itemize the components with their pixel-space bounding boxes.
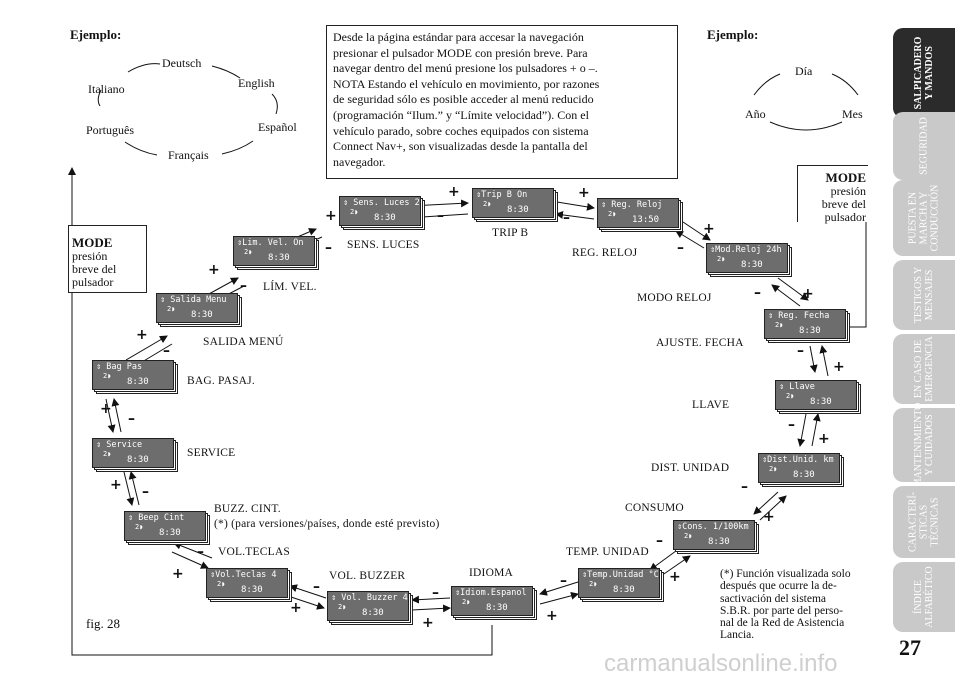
plus-sign: +	[422, 615, 434, 631]
label-lim-vel: LÍM. VEL.	[263, 281, 317, 293]
tab-puesta-en-marcha[interactable]: PUESTA EN MARCHA Y CONDUCCIÓN	[893, 180, 955, 256]
plus-sign: +	[669, 569, 681, 585]
label-llave: LLAVE	[692, 399, 730, 411]
tab-salpicadero[interactable]: SALPICADERO Y MANDOS	[893, 28, 955, 118]
label-sens-luces: SENS. LUCES	[347, 239, 420, 251]
plus-sign: +	[136, 327, 148, 343]
label-ajuste-fecha: AJUSTE. FECHA	[656, 337, 744, 349]
label-service: SERVICE	[187, 447, 236, 459]
minus-sign: –	[788, 417, 795, 433]
tab-mantenimiento[interactable]: MANTENIMIENTO Y CUIDADOS	[893, 403, 955, 487]
date-dia: Día	[795, 64, 813, 78]
minus-sign: –	[240, 278, 247, 294]
tab-seguridad[interactable]: SEGURIDAD	[893, 112, 955, 180]
minus-sign: –	[142, 484, 149, 500]
language-english: English	[238, 76, 275, 90]
minus-sign: –	[754, 285, 761, 301]
label-bag-pasaj: BAG. PASAJ.	[187, 375, 255, 387]
minus-sign: –	[128, 411, 135, 427]
plus-sign: +	[703, 221, 715, 237]
intro-text: Desde la página estándar para accesar la…	[333, 30, 600, 169]
date-mes: Mes	[842, 107, 863, 121]
right-example-title: Ejemplo:	[707, 27, 759, 42]
tab-indice[interactable]: ÍNDICE ALFABÉTICO	[893, 562, 955, 632]
language-espanol: Español	[258, 120, 297, 134]
minus-sign: –	[163, 343, 170, 359]
plus-sign: +	[325, 208, 337, 224]
page-number: 27	[899, 635, 921, 660]
mode-left-box: MODE presión breve del pulsador	[68, 225, 147, 293]
label-modo-reloj: MODO RELOJ	[637, 292, 712, 304]
minus-sign: –	[677, 240, 684, 256]
plus-sign: +	[818, 431, 830, 447]
plus-sign: +	[763, 509, 775, 525]
left-example-title: Ejemplo:	[70, 27, 122, 42]
label-vol-buzzer: VOL. BUZZER	[329, 570, 406, 582]
minus-sign: –	[656, 533, 663, 549]
plus-sign: +	[290, 600, 302, 616]
plus-sign: +	[110, 477, 122, 493]
intro-text-box: Desde la página estándar para accesar la…	[326, 25, 678, 179]
minus-sign: –	[197, 544, 204, 560]
minus-sign: –	[797, 343, 804, 359]
label-dist-unidad: DIST. UNIDAD	[651, 462, 730, 474]
buzz-note: (*) (para versiones/países, donde esté p…	[214, 518, 440, 530]
minus-sign: –	[741, 479, 748, 495]
figure-label: fig. 28	[86, 616, 120, 631]
label-consumo: CONSUMO	[625, 502, 684, 514]
tab-testigos[interactable]: TESTIGOS Y MENSAJES	[893, 260, 955, 330]
plus-sign: +	[100, 401, 112, 417]
minus-sign: –	[325, 240, 332, 256]
plus-sign: +	[802, 286, 814, 302]
language-francais: Français	[168, 148, 209, 162]
language-italiano: Italiano	[88, 82, 125, 96]
label-salida-menu: SALIDA MENÚ	[203, 336, 284, 348]
watermark: carmanualsonline.info	[604, 650, 838, 677]
minus-sign: –	[432, 585, 439, 601]
date-ano: Año	[745, 107, 766, 121]
label-idioma: IDIOMA	[469, 567, 513, 579]
footnote: (*) Función visualizada solo después que…	[720, 568, 851, 642]
label-temp-unidad: TEMP. UNIDAD	[566, 546, 649, 558]
mode-right-box: MODE presión breve del pulsador	[797, 165, 868, 224]
plus-sign: +	[172, 566, 184, 582]
minus-sign: –	[313, 579, 320, 595]
plus-sign: +	[546, 608, 558, 624]
plus-sign: +	[833, 359, 845, 375]
tab-caracteristicas[interactable]: CARACTERÍ- STICAS TÉCNICAS	[893, 486, 955, 558]
label-vol-teclas: VOL.TECLAS	[218, 546, 290, 558]
label-trip-b: TRIP B	[492, 227, 529, 239]
language-deutsch: Deutsch	[162, 56, 202, 70]
plus-sign: +	[448, 184, 460, 200]
minus-sign: –	[560, 573, 567, 589]
label-buzz-cint: BUZZ. CINT.	[214, 503, 281, 515]
minus-sign: –	[563, 210, 570, 226]
language-portugues: Português	[86, 123, 134, 137]
minus-sign: –	[437, 208, 444, 224]
plus-sign: +	[578, 185, 590, 201]
tab-emergencia[interactable]: EN CASO DE EMERGENCIA	[893, 334, 955, 404]
plus-sign: +	[208, 262, 220, 278]
label-reg-reloj: REG. RELOJ	[572, 247, 638, 259]
